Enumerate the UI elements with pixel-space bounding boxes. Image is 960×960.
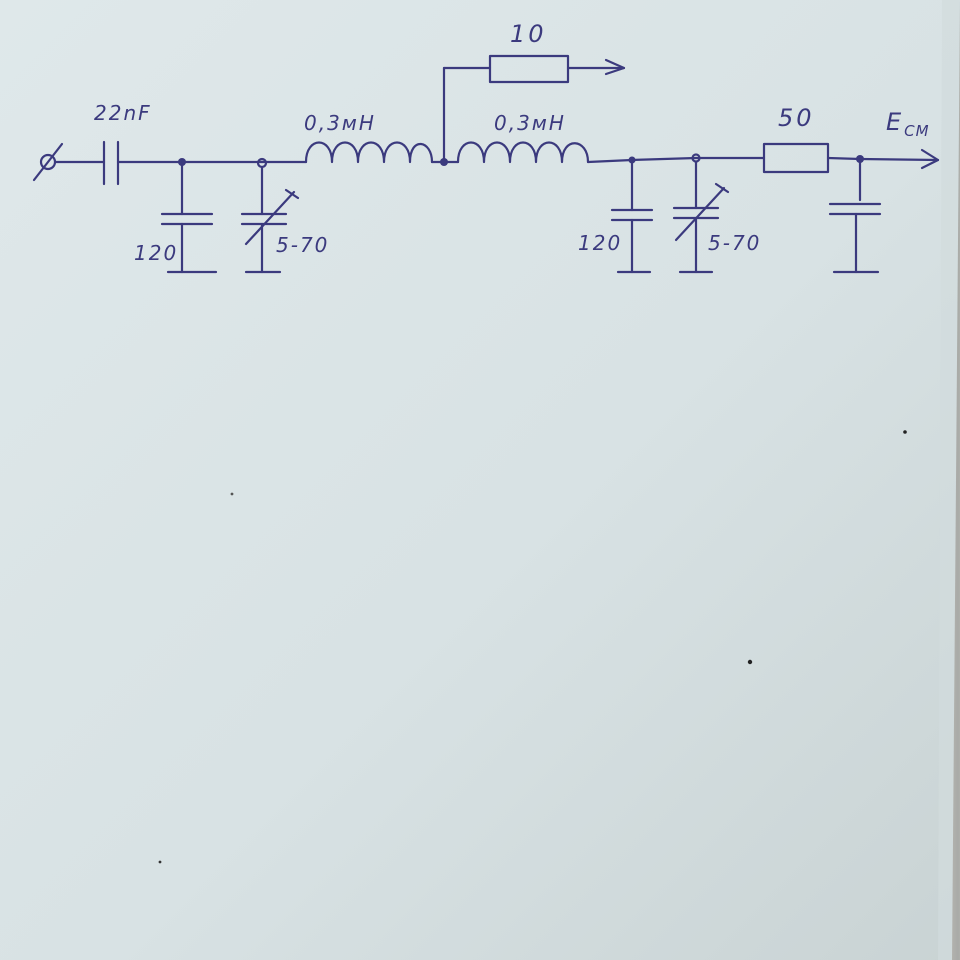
output-label: ECM	[886, 108, 930, 140]
input-capacitor-label: 22nF	[94, 101, 152, 125]
paper-specks	[158, 430, 907, 864]
tap-resistor	[442, 54, 626, 164]
inductor-1-label: 0,3мH	[304, 111, 376, 135]
fixed-capacitor-2	[610, 158, 654, 274]
inductor-2-label: 0,3мH	[494, 111, 566, 135]
inductor-1	[260, 141, 446, 164]
tap-arrow-icon	[604, 58, 626, 76]
output-arrow-icon	[920, 148, 940, 170]
output-resistor-label: 50	[778, 104, 815, 132]
fixed-capacitor-1	[160, 160, 218, 274]
inductor-2	[442, 141, 634, 164]
fixed-capacitor-2-label: 120	[578, 231, 622, 255]
output-resistor	[694, 142, 862, 174]
tap-resistor-label: 10	[510, 20, 547, 48]
trimmer-capacitor-2-label: 5-70	[708, 231, 761, 255]
trimmer-capacitor-1-label: 5-70	[276, 233, 329, 257]
fixed-capacitor-1-label: 120	[134, 241, 178, 265]
trimmer-capacitor-2	[630, 156, 730, 274]
input-capacitor	[53, 140, 184, 186]
output-line	[858, 148, 940, 170]
trimmer-capacitor-1	[180, 160, 300, 274]
output-capacitor	[828, 157, 882, 274]
